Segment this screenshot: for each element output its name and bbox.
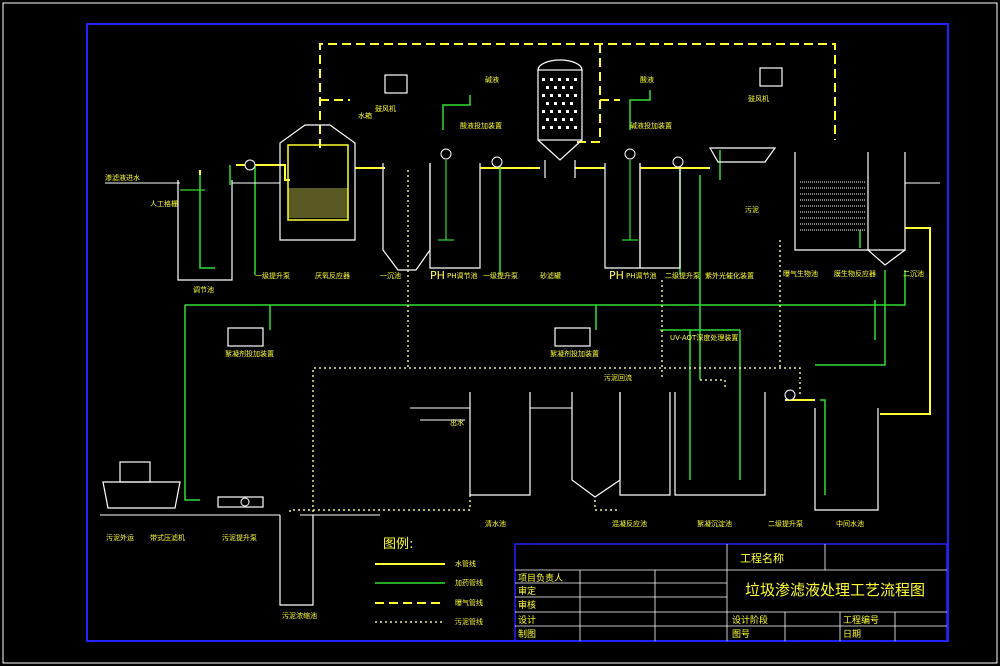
- legend-title: 图例:: [383, 537, 413, 552]
- label-dosing2: 絮凝剂投加装置: [550, 349, 599, 358]
- label-dosing1: 絮凝剂投加装置: [225, 349, 274, 358]
- tb-date: 日期: [843, 629, 861, 640]
- legend-item-sludge: 污泥管线: [455, 617, 483, 626]
- label-alkali-device: 碱液投加装置: [630, 121, 672, 130]
- legend-item-dosing: 加药管线: [455, 578, 483, 587]
- legend-item-air: 曝气管线: [455, 598, 483, 607]
- label-ph-regulating-tank: PH调节池: [447, 271, 478, 280]
- label-pump1: 一级提升泵: [255, 271, 290, 280]
- label-clear-pool: 清水池: [485, 519, 506, 528]
- label-aeration-tank: 曝气生物池: [783, 269, 818, 278]
- mbr-membranes: [800, 181, 865, 231]
- label-uv-dosing: 紫外光催化装置: [705, 271, 754, 280]
- label-alkali-tank: 碱液: [485, 75, 499, 84]
- label-lift-pump2: 二级提升泵: [768, 519, 803, 528]
- label-ph2: PH: [609, 269, 624, 282]
- label-sludge-thickener: 污泥浓缩池: [282, 611, 317, 620]
- pumps: [240, 148, 796, 507]
- label-coag-tank: 混凝反应池: [612, 519, 647, 528]
- label-blower1: 鼓风机: [375, 104, 396, 113]
- diagram-labels: 渗滤液进水 人工格栅 调节池 一级提升泵 厌氧反应器 一沉池 PH PH调节池 …: [105, 75, 924, 620]
- label-ph1: PH: [430, 269, 445, 282]
- tb-design-stage: 设计阶段: [732, 614, 768, 626]
- air-lines: [319, 43, 836, 148]
- label-secondary-settling: 二沉池: [903, 269, 924, 278]
- label-uv-aot: UV-AOT深度处理装置: [670, 333, 738, 342]
- label-acid-tank: 酸液: [640, 75, 654, 84]
- label-final-out: 出水: [450, 418, 464, 427]
- label-blower2: 鼓风机: [748, 94, 769, 103]
- tb-row-5: 制图: [518, 628, 536, 640]
- tb-row-3: 审核: [518, 599, 536, 611]
- label-filter-press: 带式压滤机: [150, 533, 185, 542]
- label-sand-filter: 砂滤罐: [540, 271, 561, 280]
- agitators: [438, 160, 638, 241]
- sludge-lines: [289, 170, 801, 512]
- label-sludge-return: 污泥: [745, 206, 759, 214]
- label-sludge-outlet: 污泥外运: [106, 533, 134, 542]
- tb-row-4: 设计: [518, 614, 536, 626]
- label-sludge-return-line: 污泥回流: [604, 373, 632, 382]
- label-acid-device: 酸液投加装置: [460, 121, 502, 130]
- ground-lines: [100, 182, 940, 516]
- legend-item-water: 水管线: [455, 559, 476, 568]
- tb-drawing-title: 垃圾渗滤液处理工艺流程图: [745, 581, 925, 599]
- tb-row-2: 审定: [518, 585, 536, 597]
- tb-project-name-label: 工程名称: [740, 551, 784, 565]
- tb-project-no: 工程编号: [843, 614, 879, 626]
- label-sludge-pump: 污泥提升泵: [222, 533, 257, 542]
- label-manual-grid: 人工格栅: [150, 199, 178, 208]
- drawing-frame: [86, 23, 949, 642]
- tb-row-1: 项目负责人: [518, 572, 563, 584]
- label-primary-settling: 一沉池: [380, 271, 401, 280]
- label-pump2: 二级提升泵: [665, 271, 700, 280]
- title-block: 工程名称 垃圾渗滤液处理工艺流程图 项目负责人 审定 审核 设计 制图 设计阶段…: [514, 543, 948, 642]
- label-ph-tank2: PH调节池: [626, 271, 657, 280]
- label-anaerobic-reactor: 厌氧反应器: [315, 271, 350, 280]
- label-inflow: 渗滤液进水: [105, 173, 140, 182]
- dosing-lines: [184, 90, 906, 501]
- label-regulating-tank: 调节池: [193, 285, 214, 294]
- label-mbr: 膜生物反应器: [834, 269, 876, 278]
- label-middle-tank: 中间水池: [836, 519, 864, 528]
- label-water-tank: 水箱: [358, 111, 372, 120]
- label-pump-lift: 一级提升泵: [483, 271, 518, 280]
- legend: 图例: 水管线 加药管线 曝气管线 污泥管线: [375, 537, 483, 626]
- sand-filter-media: [542, 78, 577, 129]
- label-floc-tank: 絮凝沉淀池: [697, 519, 732, 528]
- equipment: [102, 59, 906, 606]
- tb-drawing-no: 图号: [732, 629, 750, 640]
